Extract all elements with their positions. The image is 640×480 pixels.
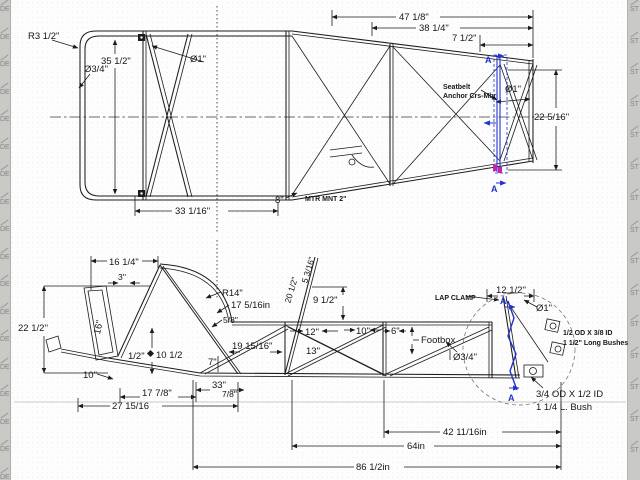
top-view-frame [79, 30, 538, 201]
magenta-mark-1 [493, 165, 497, 171]
dim-8-label: 8" [275, 195, 284, 206]
dim-19-15-16-label: 19 15/16" [232, 341, 272, 352]
dim-58-label: 5/8" [223, 315, 238, 325]
bush-label-1: 3/4 OD X 1/2 ID [536, 389, 603, 400]
watermark-text: DEI [0, 27, 10, 41]
dim-64-label: 64in [407, 441, 425, 452]
watermark-text: DEI [0, 54, 10, 68]
dim-17-78-label: 17 7/8" [142, 388, 172, 399]
watermark-text: ST [630, 314, 639, 328]
watermark-text: ST [630, 31, 639, 45]
watermark-text: DEI [0, 109, 10, 123]
bush-note-1: 1/2 OD X 3/8 ID [563, 330, 612, 337]
rollbar-note-2: Anchor Crs-Mbr [443, 93, 497, 100]
dim-6-label: 6" [391, 326, 400, 337]
watermark-text: ST [630, 220, 639, 234]
dim-47-label: 47 1/8" [399, 12, 429, 23]
watermark-text: ST [630, 440, 639, 454]
lap-clamp-label: LAP CLAMP [435, 295, 476, 302]
dim-half-label: 1/2" [128, 351, 145, 362]
dim-13-label: 13" [306, 346, 320, 357]
section-a-side-2: A [508, 393, 515, 403]
watermark-text: ST [630, 409, 639, 423]
dim-10-label: 10" [356, 326, 370, 337]
dim-20half-label: 20 1/2" [282, 276, 299, 304]
centerlines [14, 6, 626, 403]
detail-circle [462, 292, 576, 406]
watermark-text: ST [630, 377, 639, 391]
watermark-text: ST [630, 188, 639, 202]
dim-7half-label: 7 1/2" [452, 33, 477, 44]
dim-22half-label: 22 1/2'' [18, 323, 48, 334]
bush-label-2: 1 1/4 L. Bush [536, 402, 592, 413]
width-rear-label: 35 1/2" [101, 56, 131, 67]
dim-86-label: 86 1/2in [356, 462, 390, 473]
dim-38-label: 38 1/4" [419, 23, 449, 34]
dia-rail-label: Ø3/4" [84, 64, 108, 75]
watermark-text: DEI [0, 384, 10, 398]
dim-12half-label: 12 1/2'' [496, 285, 526, 296]
dim-3-label: 3'' [118, 272, 126, 282]
dia-rollbar-label: Ø1" [505, 84, 521, 95]
watermark-text: DEI [0, 274, 10, 288]
watermark-text: ST [630, 62, 639, 76]
watermark-text: ST [630, 125, 639, 139]
watermark-text: ST [630, 346, 639, 360]
watermark-text: DEI [0, 302, 10, 316]
side-view-frame [45, 256, 566, 379]
section-aa-side: A A [462, 292, 576, 406]
engine-note: MTR MNT 2" [305, 196, 346, 203]
dim-7-label: 7" [208, 357, 217, 368]
bush-note-2: 1 1/2" Long Bushes [563, 340, 628, 347]
watermark-text: DEI [0, 219, 10, 233]
dim-78-label: 7/8" [222, 389, 237, 399]
dia-34-side-label: Ø3/4" [453, 352, 477, 363]
r-corner-label: R3 1/2" [28, 31, 59, 42]
len-rear-label: 33 1/16" [175, 206, 210, 217]
watermark-text: DEI [0, 439, 10, 453]
right-edge-watermark: ST ST ST ST ST ST ST ST ST ST ST ST ST ST ST [627, 0, 640, 480]
left-edge-watermark: DEI DEI DEI DEI DEI DEI DEI DEI DEI DEI DEI DEI DEI D… [0, 0, 11, 480]
watermark-text: DEI [0, 192, 10, 206]
watermark-text: ST [630, 283, 639, 297]
watermark-text: DEI [0, 137, 10, 151]
watermark-text: ST [630, 0, 639, 13]
section-a-top-2: A [491, 184, 498, 194]
rollbar-note-1: Seatbelt [443, 84, 471, 91]
dim-10rear-label: 10" [83, 370, 97, 381]
section-aa-top: A A [483, 53, 508, 194]
watermark-text: DEI [0, 247, 10, 261]
footbox-label: Footbox [421, 335, 456, 346]
dim-17-5-16-label: 17 5/16in [231, 300, 270, 311]
watermark-text: ST [630, 94, 639, 108]
dim-16q-label: 16 1/4" [109, 257, 139, 268]
dim-5-3-16-label: 5 3/16" [299, 256, 316, 284]
width-rollbar-label: 22 5/16" [534, 112, 569, 123]
watermark-text: DEI [0, 412, 10, 426]
dim-42-label: 42 11/16in [443, 427, 487, 438]
section-a-top-1: A [485, 55, 492, 65]
dia-1-side-label: Ø1" [536, 303, 552, 314]
dim-27-15-16-label: 27 15/16 [112, 401, 149, 412]
watermark-text: DEI [0, 467, 10, 480]
dim-12-label: 12" [305, 327, 319, 338]
top-view-dimensions: R3 1/2" Ø3/4" 35 1/2" Ø1" 33 1/16" 8" MT… [28, 10, 569, 217]
watermark-text: DEI [0, 329, 10, 343]
dim-16-label: 16" [92, 319, 106, 335]
watermark-text: ST [630, 251, 639, 265]
r14-label: R14" [222, 288, 243, 299]
dia-tube-label: Ø1" [190, 54, 206, 65]
watermark-text: DEI [0, 82, 10, 96]
watermark-text: ST [630, 157, 639, 171]
watermark-text: DEI [0, 0, 10, 13]
dim-9half-label: 9 1/2" [313, 295, 338, 306]
watermark-text: DEI [0, 164, 10, 178]
dim-33-label: 33" [212, 380, 226, 391]
watermark-text: DEI [0, 357, 10, 371]
side-view-dimensions: 16 1/4" 3'' 22 1/2'' 16" 10" R14" 17 5/1… [18, 256, 628, 473]
section-a-side-1: A [500, 296, 507, 306]
dim-10half-label: 10 1/2 [156, 350, 182, 361]
magenta-mark-2 [498, 167, 502, 173]
